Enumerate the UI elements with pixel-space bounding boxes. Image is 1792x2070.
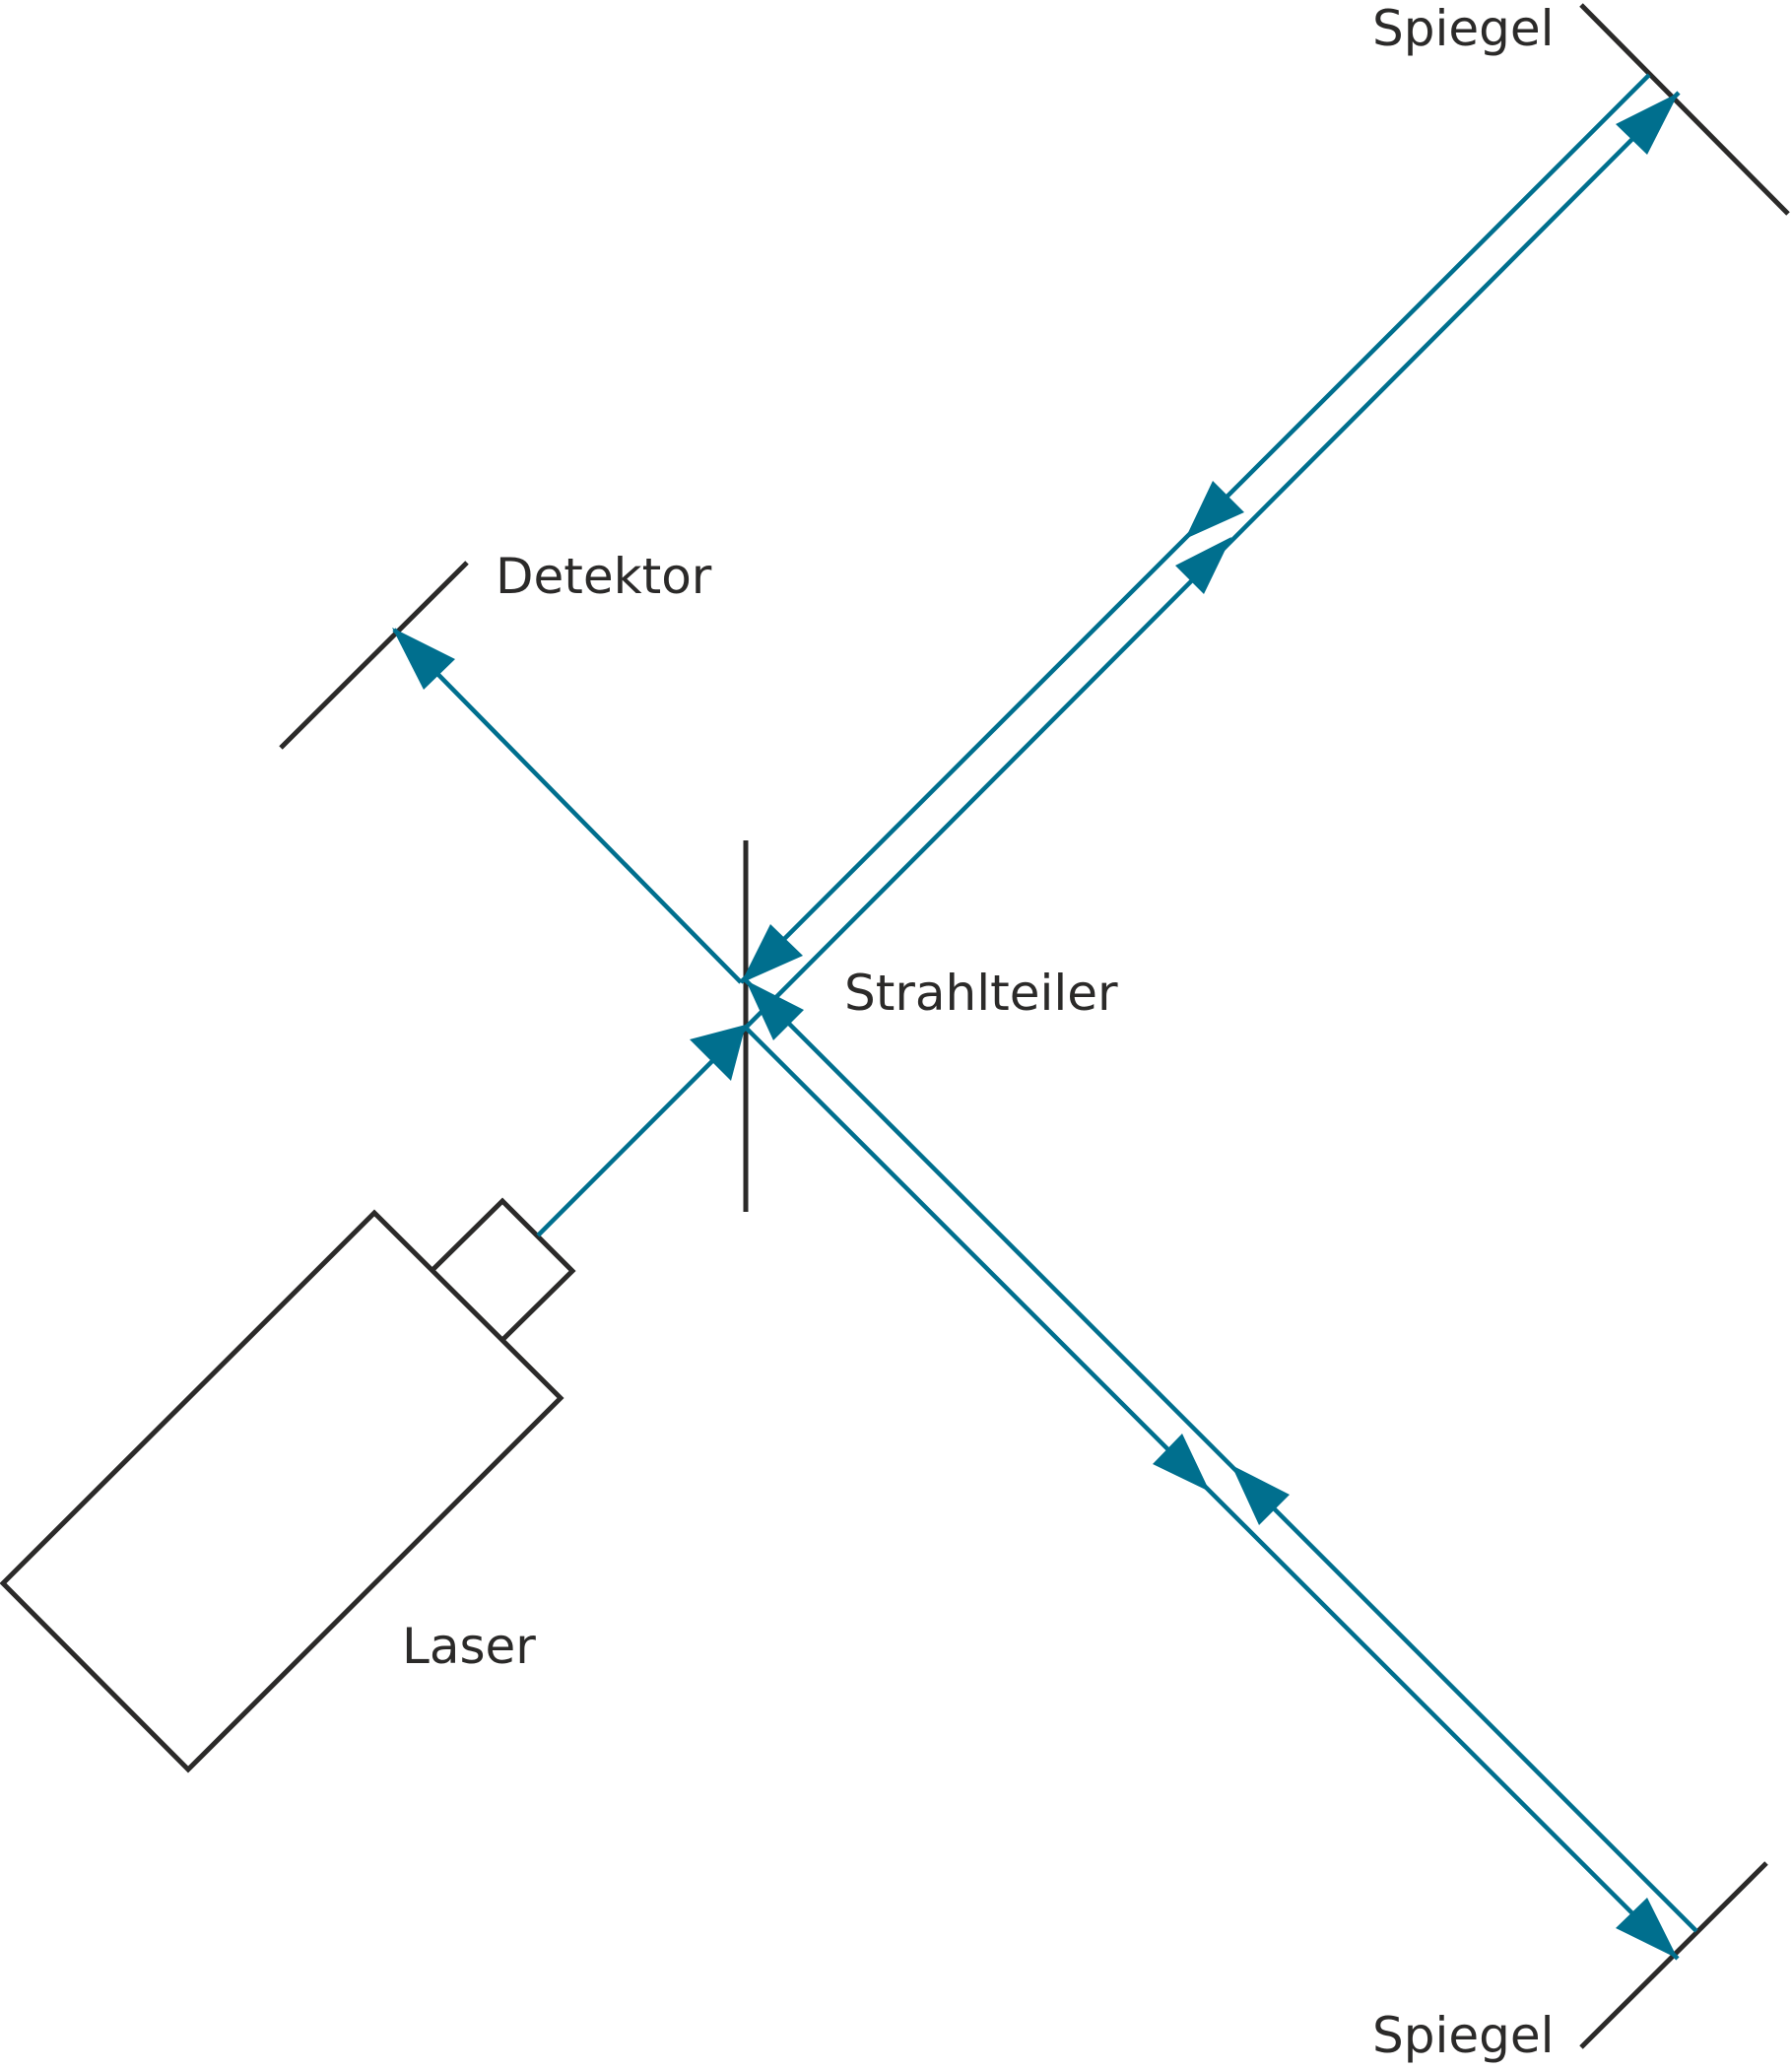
label-detector: Detektor: [496, 548, 712, 605]
arrow-from-top-mirror-mid: [1185, 481, 1244, 539]
arrow-to-top-mirror-end: [1616, 93, 1679, 155]
arrow-to-bottom-mirror-mid: [1153, 1434, 1210, 1492]
arrow-to-top-mirror-mid: [1175, 537, 1231, 594]
arrow-to-detector: [392, 628, 455, 690]
arrow-from-bottom-mirror-end: [746, 980, 804, 1040]
beam-splitter-to-bottom-mirror: [744, 1026, 1680, 1961]
label-laser: Laser: [402, 1618, 536, 1675]
laser-body: [0, 1209, 564, 1773]
beam-splitter-to-detector: [392, 628, 743, 984]
arrow-from-bottom-mirror-mid: [1231, 1465, 1290, 1525]
arrow-to-bottom-mirror-end: [1616, 1898, 1678, 1959]
beam-laser-to-splitter: [536, 1026, 748, 1237]
beam-bottom-mirror-to-splitter: [744, 978, 1698, 1933]
laser: [0, 1197, 576, 1773]
label-beam-splitter: Strahlteiler: [844, 965, 1118, 1022]
arrow-laser-to-splitter: [690, 1025, 746, 1081]
mirror-top: [1579, 3, 1790, 216]
label-mirror-top: Spiegel: [1372, 0, 1555, 57]
arrow-from-top-mirror-end: [741, 924, 803, 983]
beams: [392, 73, 1698, 1961]
label-mirror-bottom: Spiegel: [1372, 2007, 1555, 2064]
laser-aperture: [431, 1197, 576, 1342]
detector: [279, 561, 469, 750]
